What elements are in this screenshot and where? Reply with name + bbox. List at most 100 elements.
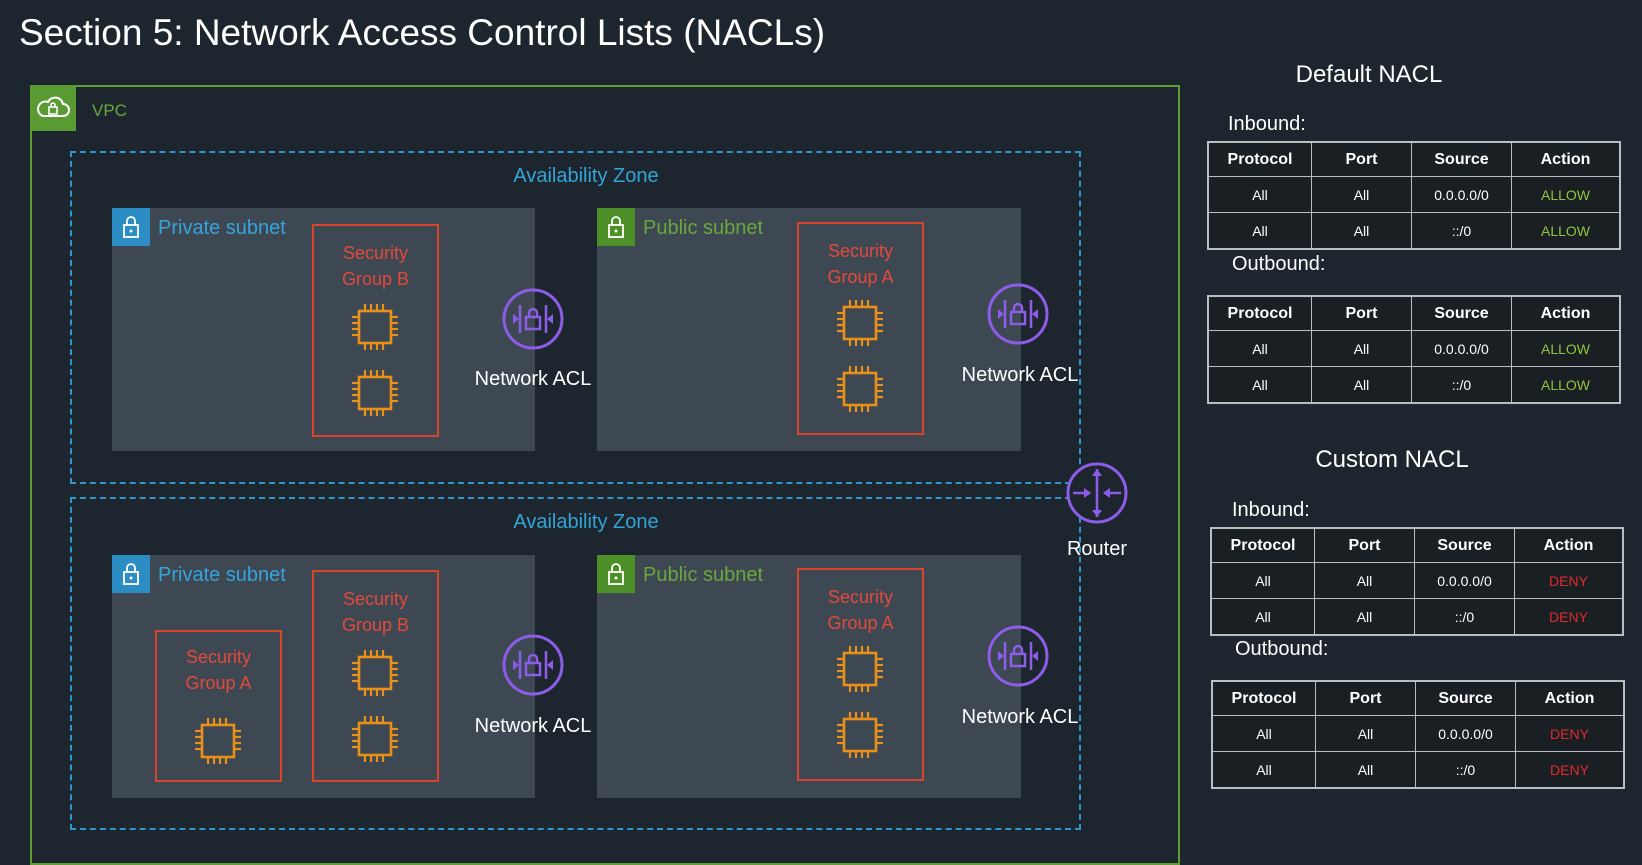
availability-zone-2 (70, 497, 1081, 830)
ec2-chip-icon (348, 712, 402, 766)
ec2-chip-icon (191, 714, 245, 768)
lock-icon (597, 555, 635, 593)
column-header: Port (1314, 527, 1415, 563)
table-cell: 0.0.0.0/0 (1411, 330, 1512, 367)
column-header: Action (1511, 141, 1621, 177)
network-acl-icon (986, 282, 1050, 346)
availability-zone-label: Availability Zone (513, 511, 659, 533)
table-cell: All (1314, 598, 1415, 636)
inbound-label: Inbound: (1228, 113, 1306, 135)
security-group-a: Security Group A (155, 630, 282, 782)
table-cell: All (1311, 212, 1412, 250)
action-cell: DENY (1514, 598, 1624, 636)
security-group-label: Security Group A (827, 587, 894, 633)
table-cell: All (1210, 562, 1315, 599)
network-acl-label: Network ACL (474, 368, 592, 390)
table-cell: All (1314, 562, 1415, 599)
table-cell: 0.0.0.0/0 (1411, 176, 1512, 213)
table-cell: All (1315, 715, 1416, 752)
table-cell: ::/0 (1411, 366, 1512, 404)
ec2-chip-icon (833, 708, 887, 762)
column-header: Source (1411, 295, 1512, 331)
action-cell: ALLOW (1511, 366, 1621, 404)
table-cell: 0.0.0.0/0 (1414, 562, 1515, 599)
network-acl-label: Network ACL (961, 706, 1079, 728)
ec2-chip-icon (348, 646, 402, 700)
column-header: Port (1315, 680, 1416, 716)
private-subnet-label: Private subnet (158, 217, 286, 239)
default-nacl-title: Default NACL (1295, 61, 1443, 88)
vpc-cloud-icon (30, 85, 76, 131)
table-cell: All (1210, 598, 1315, 636)
security-group-b: Security Group B (312, 224, 439, 437)
availability-zone-label: Availability Zone (513, 165, 659, 187)
security-group-label: Security Group A (185, 647, 252, 693)
column-header: Action (1511, 295, 1621, 331)
network-acl-icon (501, 633, 565, 697)
table-cell: ::/0 (1411, 212, 1512, 250)
table-cell: All (1211, 715, 1316, 752)
column-header: Protocol (1211, 680, 1316, 716)
table-cell: All (1211, 751, 1316, 789)
lock-icon (112, 555, 150, 593)
column-header: Port (1311, 141, 1412, 177)
column-header: Source (1415, 680, 1516, 716)
security-group-a: Security Group A (797, 222, 924, 435)
column-header: Protocol (1210, 527, 1315, 563)
public-subnet (597, 555, 1021, 798)
network-acl-icon (501, 287, 565, 351)
vpc-label: VPC (92, 101, 127, 120)
action-cell: DENY (1515, 715, 1625, 752)
security-group-a: Security Group A (797, 568, 924, 781)
table-cell: All (1311, 330, 1412, 367)
table-cell: All (1207, 212, 1312, 250)
security-group-label: Security Group A (827, 241, 894, 287)
network-acl-icon (986, 624, 1050, 688)
table-cell: All (1315, 751, 1416, 789)
table-cell: All (1207, 366, 1312, 404)
ec2-chip-icon (348, 366, 402, 420)
table-cell: All (1311, 366, 1412, 404)
column-header: Protocol (1207, 295, 1312, 331)
inbound-label: Inbound: (1232, 499, 1310, 521)
action-cell: ALLOW (1511, 330, 1621, 367)
availability-zone-1 (70, 151, 1081, 484)
action-cell: ALLOW (1511, 176, 1621, 213)
action-cell: DENY (1515, 751, 1625, 789)
private-subnet (112, 555, 535, 798)
column-header: Port (1311, 295, 1412, 331)
outbound-label: Outbound: (1232, 253, 1326, 275)
private-subnet (112, 208, 535, 451)
column-header: Action (1515, 680, 1625, 716)
private-subnet-label: Private subnet (158, 564, 286, 586)
security-group-label: Security Group B (341, 589, 410, 635)
router-label: Router (1066, 538, 1128, 560)
public-subnet-label: Public subnet (643, 564, 764, 586)
lock-icon (112, 208, 150, 246)
lock-icon (597, 208, 635, 246)
action-cell: DENY (1514, 562, 1624, 599)
ec2-chip-icon (833, 362, 887, 416)
column-header: Protocol (1207, 141, 1312, 177)
table-cell: All (1207, 330, 1312, 367)
network-acl-label: Network ACL (474, 715, 592, 737)
ec2-chip-icon (833, 296, 887, 350)
table-cell: All (1311, 176, 1412, 213)
custom-nacl-title: Custom NACL (1315, 446, 1469, 473)
column-header: Source (1414, 527, 1515, 563)
